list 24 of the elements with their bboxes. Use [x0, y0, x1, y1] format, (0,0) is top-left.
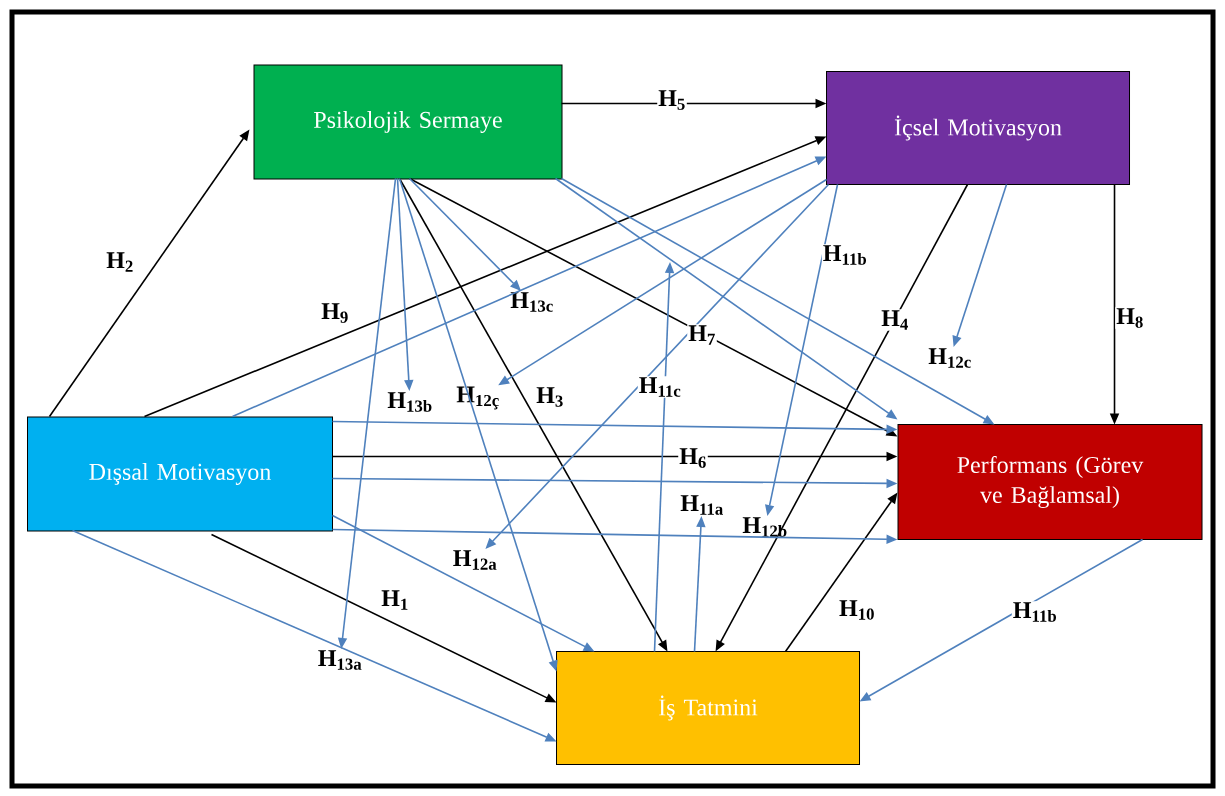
hypothesis-label: H$_{11b}$ [1011, 601, 1059, 623]
hypothesis-label: H$_{4}$ [880, 309, 910, 331]
hypothesis-label: H$_{10}$ [838, 599, 876, 621]
hypothesis-label: H$_{11c}$ [637, 376, 683, 398]
hypothesis-label: H$_{13a}$ [316, 649, 364, 671]
hypothesis-label: H$_{12c}$ [927, 347, 973, 369]
hypothesis-label: H$_{5}$ [657, 89, 687, 111]
concept-box: İş Tatmini [556, 651, 860, 765]
hypothesis-label: H$_{12a}$ [451, 549, 499, 571]
hypothesis-label: H$_{11a}$ [679, 494, 725, 516]
hypothesis-label: H$_{13c}$ [509, 291, 555, 313]
hypothesis-label: H$_{11b}$ [821, 244, 869, 266]
hypothesis-label: H$_{7}$ [687, 324, 717, 346]
hypothesis-label: H$_{1}$ [380, 589, 410, 611]
concept-box: Psikolojik Sermaye [253, 64, 563, 180]
hypothesis-label: H$_{13b}$ [386, 391, 434, 413]
hypothesis-label: H$_{8}$ [1115, 307, 1145, 329]
concept-box: Dışsal Motivasyon [27, 416, 333, 532]
hypothesis-label: H$_{2}$ [105, 251, 135, 273]
hypothesis-label: H$_{3}$ [535, 386, 565, 408]
concept-box: Performans (Görev ve Bağlamsal) [897, 424, 1203, 540]
hypothesis-label: H$_{6}$ [678, 447, 708, 469]
concept-box: İçsel Motivasyon [826, 71, 1130, 185]
hypothesis-label: H$_{9}$ [320, 302, 350, 324]
